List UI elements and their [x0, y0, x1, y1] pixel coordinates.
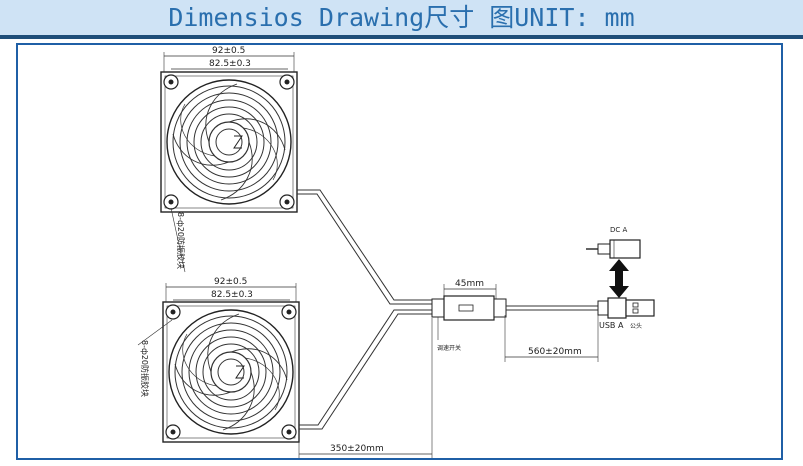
- usb-cable-dimension: 560±20mm: [504, 315, 599, 362]
- drawing-frame: [16, 43, 783, 460]
- usb-cable-length-dim: 560±20mm: [528, 347, 582, 357]
- fan-top-inner-dim: 82.5±0.3: [209, 59, 251, 69]
- fan-bottom: 92±0.5 82.5±0.3 8-ф20防振胶块: [137, 277, 300, 443]
- usb-cable: [506, 305, 598, 311]
- controller-length-dim: 45mm: [455, 279, 484, 289]
- dc-plug: DC A: [586, 226, 641, 259]
- usb-sub-label: 公头: [630, 322, 642, 330]
- page-title: Dimensios Drawing尺寸 图UNIT: mm: [0, 0, 803, 35]
- dc-label: DC A: [610, 226, 628, 234]
- fan-top-side-note: 8-ф20防振胶块: [176, 212, 186, 269]
- controller-label: 调速开关: [437, 344, 461, 352]
- fan-top: 92±0.5 82.5±0.3 8-ф20防振胶块: [160, 46, 298, 273]
- fan-bottom-side-note: 8-ф20防振胶块: [140, 340, 150, 397]
- fan-top-outer-dim: 92±0.5: [212, 46, 245, 56]
- fan-bottom-outer-dim: 92±0.5: [214, 277, 247, 287]
- usb-a-plug: USB A 公头: [597, 297, 655, 330]
- fan-cable-dimension: 350±20mm: [298, 318, 433, 458]
- speed-controller: 45mm 调速开关: [431, 279, 507, 352]
- usb-label: USB A: [599, 321, 624, 330]
- fan-bottom-inner-dim: 82.5±0.3: [211, 290, 253, 300]
- title-underline: [0, 35, 803, 39]
- fan-cables: [297, 189, 432, 430]
- conversion-arrow: [609, 259, 629, 298]
- fan-cable-length-dim: 350±20mm: [330, 444, 384, 454]
